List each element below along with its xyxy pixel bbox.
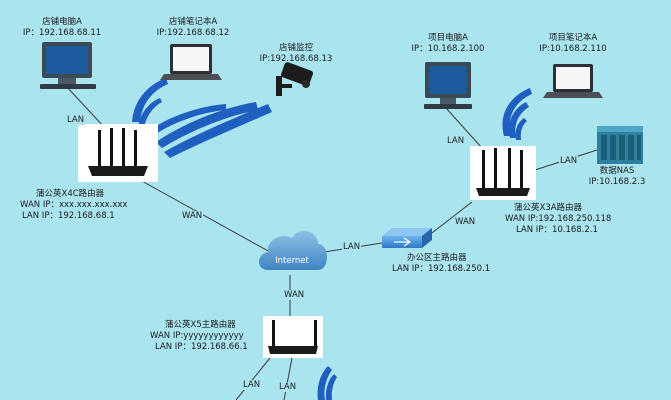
- link-label-lan: LAN: [559, 156, 579, 166]
- link-label-wan: WAN: [454, 217, 477, 227]
- internet-cloud-icon: [259, 230, 327, 270]
- router-x3a-name: 蒲公英X3A路由器: [514, 203, 583, 213]
- store-camera-ip: IP:192.168.68.13: [259, 54, 333, 64]
- project-laptop-name: 项目笔记本A: [548, 33, 598, 43]
- router-x5-wan-ip: WAN IP:yyyyyyyyyyyy: [150, 331, 244, 341]
- security-camera-icon: [276, 62, 313, 96]
- wifi-signal-store: [132, 78, 272, 158]
- link-pc-x3a: [445, 107, 483, 149]
- wifi-arc: [508, 102, 529, 138]
- wifi-arc: [156, 102, 258, 148]
- link-label-lan: LAN: [446, 136, 466, 146]
- wifi-arc: [138, 98, 162, 128]
- wifi-arc: [502, 88, 532, 136]
- wifi-signal-x5: [317, 366, 337, 400]
- wifi-arc: [150, 104, 226, 134]
- desktop-computer-icon: [424, 62, 472, 109]
- link-office-x3a: [427, 201, 473, 237]
- router-x3a-wan-ip: WAN IP:192.168.250.118: [505, 214, 612, 224]
- office-router-icon: [382, 228, 432, 248]
- link-x4c-internet: [139, 179, 271, 253]
- link-pc-x4c: [65, 85, 106, 129]
- nas-name: 数据NAS: [599, 166, 635, 176]
- store-camera-name: 店铺监控: [278, 43, 314, 53]
- link-label-lan: LAN: [242, 380, 262, 390]
- office-router-lan-ip: LAN IP：192.168.250.1: [392, 264, 491, 274]
- office-router-name: 办公区主路由器: [407, 253, 467, 263]
- router-x4c-wan-ip: WAN IP：xxx.xxx.xxx.xxx: [20, 200, 128, 210]
- link-x5-lan2: [283, 357, 293, 400]
- link-label-lan: LAN: [66, 115, 86, 125]
- store-laptop-ip: IP:192.168.68.12: [156, 28, 230, 38]
- wifi-arc: [515, 118, 527, 140]
- router-x5-icon: [263, 316, 323, 358]
- laptop-icon: [160, 44, 222, 80]
- wifi-arc: [317, 366, 332, 400]
- laptop-icon: [543, 64, 603, 98]
- link-label-wan: WAN: [283, 290, 306, 300]
- wifi-arc: [132, 78, 168, 122]
- link-label-lan: LAN: [342, 242, 362, 252]
- nas-ip: IP:10.168.2.3: [588, 177, 646, 187]
- store-laptop-name: 店铺笔记本A: [168, 17, 218, 27]
- router-x3a-lan-ip: LAN IP：10.168.2.1: [516, 225, 598, 235]
- router-x4c-name: 蒲公英X4C路由器: [36, 189, 105, 199]
- router-x4c-icon: [78, 124, 158, 182]
- router-x3a-icon: [470, 146, 536, 200]
- router-x4c-lan-ip: LAN IP：192.168.68.1: [22, 211, 115, 221]
- wifi-signal-project: [502, 88, 532, 140]
- wifi-arc: [325, 374, 337, 400]
- link-label-lan: LAN: [278, 382, 298, 392]
- link-x5-lan1: [235, 357, 271, 400]
- project-pc-name: 项目电脑A: [428, 33, 468, 43]
- desktop-computer-icon: [40, 42, 96, 89]
- store-pc-name: 店铺电脑A: [42, 17, 82, 27]
- router-x5-lan-ip: LAN IP：192.168.66.1: [155, 342, 248, 352]
- store-pc-ip: IP：192.168.68.11: [22, 28, 102, 38]
- wifi-arc: [164, 104, 272, 158]
- nas-storage-icon: [597, 126, 643, 164]
- internet-label: Internet: [275, 256, 309, 266]
- connection-lines: [65, 85, 598, 400]
- project-pc-ip: IP：10.168.2.100: [411, 44, 485, 54]
- link-label-wan: WAN: [181, 211, 204, 221]
- router-x5-name: 蒲公英X5主路由器: [165, 320, 236, 330]
- project-laptop-ip: IP:10.168.2.110: [539, 44, 607, 54]
